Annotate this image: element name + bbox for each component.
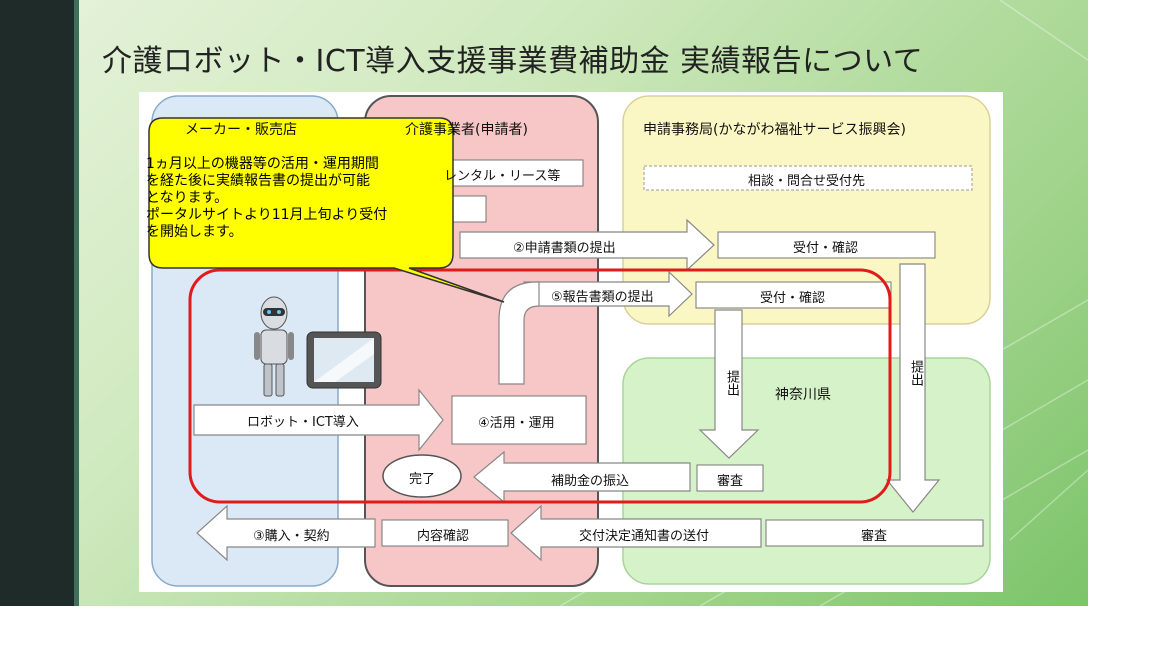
arrow-subsidy-transfer	[473, 450, 691, 504]
arrow-notice-label: 交付決定通知書の送付	[579, 529, 710, 544]
arrow-notice	[510, 504, 762, 562]
box-receive2	[695, 281, 892, 309]
callout-text: 1ヵ月以上の機器等の活用・運用期間 を経た後に実績報告書の提出が可能 となります…	[146, 156, 446, 241]
arrow-purchase-label: ③購入・契約	[253, 529, 330, 544]
tablet-icon	[306, 331, 382, 389]
callout-line: を開始します。	[146, 224, 243, 240]
box-review2	[765, 519, 984, 547]
slide: 介護ロボット・ICT導入支援事業費補助金 実績報告について	[0, 0, 1088, 606]
arrow-submit-v1	[698, 309, 760, 459]
lane-maker-title: メーカー・販売店	[185, 122, 297, 138]
callout-line: を経た後に実績報告書の提出が可能	[146, 173, 370, 189]
left-sidebar-bar	[0, 0, 74, 606]
box-use	[451, 395, 587, 445]
callout-bubble	[148, 117, 505, 303]
arrow-submit-application-label: ②申請書類の提出	[513, 241, 616, 256]
arrow-submit-v1-label: 提出	[724, 370, 739, 396]
callout-line: となります。	[146, 190, 229, 206]
box-consult	[643, 165, 973, 191]
box-receive1	[717, 231, 936, 259]
box-review1-label: 審査	[717, 474, 744, 489]
box-rental-label: レンタル・リース等	[444, 169, 561, 184]
left-sidebar-accent	[74, 0, 79, 606]
box-done	[382, 454, 462, 498]
highlight-frame	[188, 268, 892, 504]
arrow-submit-report-label: ⑤報告書類の提出	[551, 290, 654, 305]
box-receive2-label: 受付・確認	[760, 291, 826, 306]
arrow-submit-v2-label: 提出	[908, 360, 923, 386]
box-done-label: 完了	[409, 472, 436, 487]
lane-office	[622, 95, 991, 325]
flow-diagram: メーカー・販売店 介護事業者(申請者) 申請事務局(かながわ福祉サービス振興会)…	[139, 92, 1003, 592]
arrow-subsidy-transfer-label: 補助金の振込	[551, 474, 630, 489]
arrow-submit-application	[459, 218, 715, 272]
callout-line: ポータルサイトより11月上旬より受付	[146, 207, 388, 223]
lane-office-title: 申請事務局(かながわ福祉サービス振興会)	[643, 122, 906, 138]
box-confirm-label: 内容確認	[417, 529, 470, 544]
arrow-robot-ict	[193, 388, 444, 452]
slide-title: 介護ロボット・ICT導入支援事業費補助金 実績報告について	[102, 44, 924, 79]
arrow-submit-report	[523, 270, 693, 318]
box-use-label: ④活用・運用	[478, 416, 555, 431]
arrow-robot-ict-label: ロボット・ICT導入	[247, 415, 359, 430]
box-receive1-label: 受付・確認	[793, 241, 859, 256]
arrow-submit-v2	[885, 263, 941, 513]
arrow-up-bend	[498, 281, 540, 385]
callout-line: 1ヵ月以上の機器等の活用・運用期間	[146, 156, 379, 172]
arrow-purchase	[196, 504, 376, 562]
robot-icon	[254, 296, 294, 397]
box-confirm	[381, 519, 509, 547]
diagram-graphics	[148, 95, 991, 587]
box-review2-label: 審査	[861, 529, 888, 544]
box-review1	[696, 464, 764, 492]
box-consult-label: 相談・問合せ受付先	[748, 174, 866, 189]
lane-applicant-title: 介護事業者(申請者)	[405, 122, 528, 138]
lane-prefecture-title: 神奈川県	[775, 387, 831, 403]
